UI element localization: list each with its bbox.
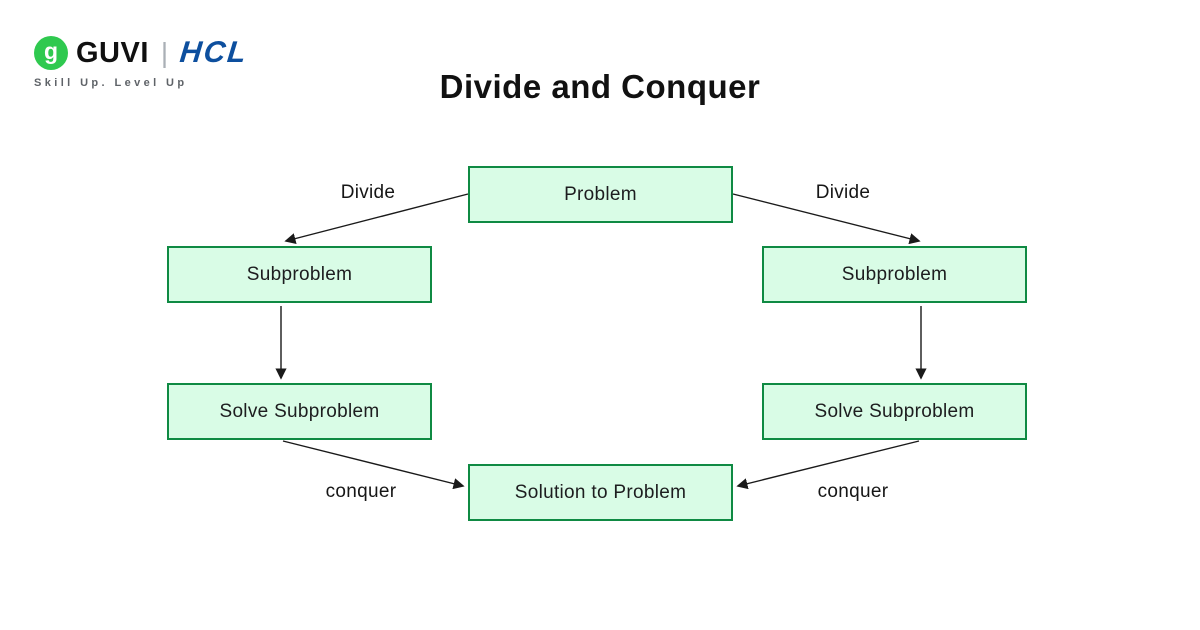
- edge-label-divide-right: Divide: [815, 182, 871, 203]
- node-problem: Problem: [468, 166, 733, 223]
- page-title: Divide and Conquer: [439, 68, 761, 105]
- edge-label-divide-left: Divide: [340, 182, 396, 203]
- edge-label-conquer-left: conquer: [325, 481, 397, 502]
- node-solution: Solution to Problem: [468, 464, 733, 521]
- node-subproblem-right: Subproblem: [762, 246, 1027, 303]
- guvi-brand-text: GUVI: [76, 36, 149, 69]
- edge-conquer-right: [736, 440, 920, 490]
- edge-conquer-left: [282, 440, 465, 490]
- edge-label-conquer-right: conquer: [817, 481, 889, 502]
- edge-divide-right: [732, 193, 921, 245]
- node-solve-subproblem-left: Solve Subproblem: [167, 383, 432, 440]
- logo-tagline: Skill Up. Level Up: [34, 77, 188, 89]
- logo-separator: |: [160, 37, 169, 68]
- node-subproblem-left: Subproblem: [167, 246, 432, 303]
- guvi-logo-icon: g: [34, 36, 68, 70]
- node-solve-subproblem-right: Solve Subproblem: [762, 383, 1027, 440]
- edge-divide-left: [284, 193, 469, 245]
- logo-block: g GUVI | HCL Skill Up. Level Up: [34, 36, 250, 89]
